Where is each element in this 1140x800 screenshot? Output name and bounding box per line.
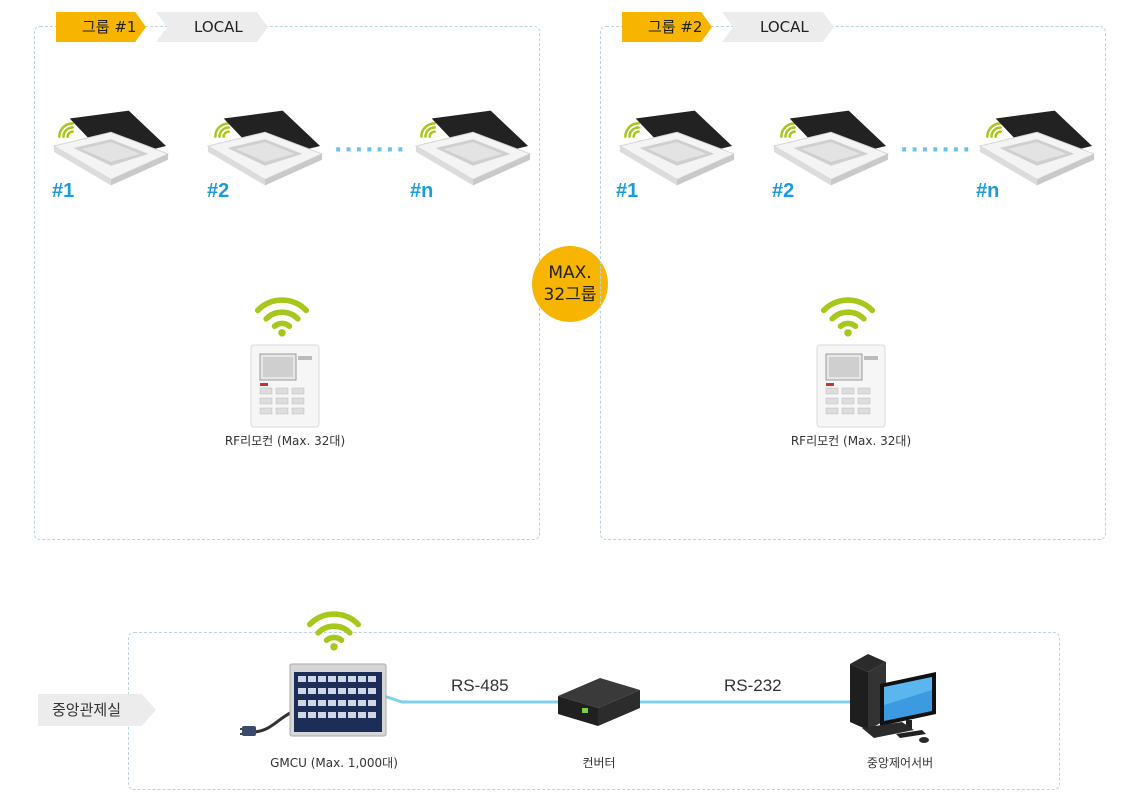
group-2-tag: 그룹 #2: [622, 12, 712, 42]
gmcu-device-icon: [240, 663, 387, 737]
group-1-unit-n-label: #n: [410, 180, 434, 202]
group-1-unit-n-cassette-icon: [414, 108, 532, 188]
group-2-unit-2-label: #2: [772, 180, 795, 202]
group-1-rf-remote-icon: [250, 344, 320, 428]
communication-cables: [383, 694, 858, 704]
rs485-label: RS-485: [451, 676, 509, 695]
group-2-remote-caption: RF리모컨 (Max. 32대): [790, 434, 912, 448]
group-1-remote-caption: RF리모컨 (Max. 32대): [224, 434, 346, 448]
group-1-tag: 그룹 #1: [56, 12, 146, 42]
group-1-unit-2-label: #2: [207, 180, 230, 202]
group-1-unit-1-cassette-icon: [52, 108, 170, 188]
max-groups-badge: MAX. 32그룹: [532, 246, 608, 322]
server-caption: 중앙제어서버: [866, 756, 934, 770]
group-2-unit-1-cassette-icon: [618, 108, 736, 188]
group-2-unit-n-label: #n: [976, 180, 1000, 202]
rs232-label: RS-232: [724, 676, 782, 695]
group-1-mode-tag: LOCAL: [156, 12, 268, 42]
group-2-unit-1-label: #1: [616, 180, 639, 202]
control-room-tag: 중앙관제실: [38, 694, 156, 726]
gmcu-caption: GMCU (Max. 1,000대): [270, 756, 398, 770]
group-1-unit-1-label: #1: [52, 180, 75, 202]
group-1-remote-wifi-icon: [254, 294, 310, 338]
converter-device-icon: [558, 678, 640, 726]
group-2-mode-tag: LOCAL: [722, 12, 834, 42]
max-badge-line2: 32그룹: [543, 285, 597, 305]
group-2-remote-wifi-icon: [820, 294, 876, 338]
converter-caption: 컨버터: [582, 756, 616, 770]
group-1-unit-2-cassette-icon: [206, 108, 324, 188]
central-server-icon: [850, 654, 936, 743]
group-2-ellipsis: ·······: [900, 138, 973, 163]
group-2-rf-remote-icon: [816, 344, 886, 428]
group-1-box: [34, 26, 540, 540]
max-badge-line1: MAX.: [548, 263, 592, 283]
group-1-ellipsis: ·······: [334, 138, 407, 163]
group-2-unit-2-cassette-icon: [772, 108, 890, 188]
gmcu-wifi-icon: [306, 608, 362, 652]
group-2-box: [600, 26, 1106, 540]
group-2-unit-n-cassette-icon: [978, 108, 1096, 188]
